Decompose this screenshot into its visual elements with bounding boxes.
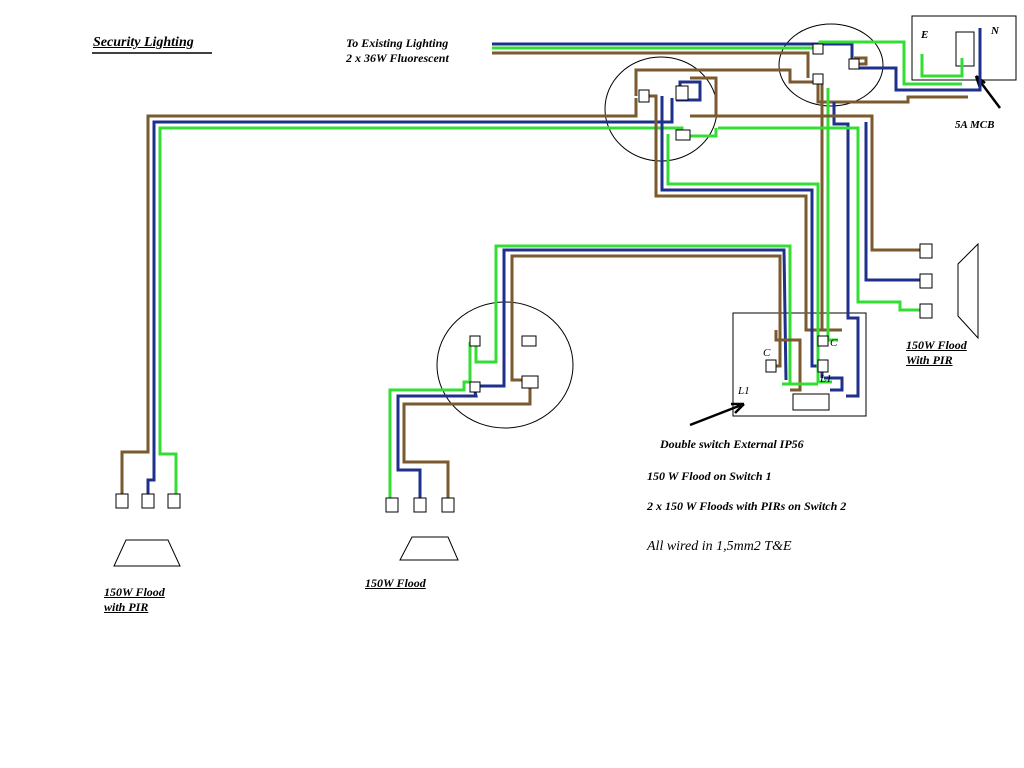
flood-middle-label: 150W Flood [365,576,426,590]
terminal [919,243,933,259]
terminal [919,303,933,319]
wire-live [820,84,842,332]
note-switch-2: 2 x 150 W Floods with PIRs on Switch 2 [647,499,847,513]
wire-neutral [480,248,788,388]
terminal [812,43,824,55]
wire-earth [474,244,792,386]
wire-neutral [864,122,926,282]
mcb-label: 5A MCB [955,119,995,131]
switch-common-label: C [763,347,771,359]
wire-neutral [856,28,982,92]
mcb-box [955,31,975,67]
switch-box [732,312,867,417]
terminal [521,335,537,347]
wire-neutral [146,98,674,500]
note-switch-1: 150 W Flood on Switch 1 [647,469,772,483]
wire-live [644,94,824,332]
page-title: Security Lighting [93,35,194,50]
wire-live [634,68,818,96]
existing-lighting-label: To Existing Lighting [346,36,449,50]
terminal [638,89,650,103]
wire-earth [826,88,838,342]
wire-earth [388,342,472,504]
flood-left-pir-label: with PIR [104,600,149,614]
wire-neutral [492,42,854,64]
switch-l1-label: L1 [738,385,750,397]
switch-rocker [792,393,830,411]
switch-l1-label-2: L1 [820,373,832,385]
flood-lamp-right-icon [957,242,979,340]
wire-neutral [832,102,860,398]
wire-earth [666,134,832,384]
wire-live [774,330,802,392]
terminal [385,497,399,513]
flood-right-pir-label: With PIR [906,353,953,367]
switch-arrow [689,402,745,427]
flood-right-label: 150W Flood [906,338,967,352]
earth-label: E [921,29,929,41]
wire-earth [718,126,926,312]
wire-live [510,254,782,382]
terminal [413,497,427,513]
existing-lighting-spec: 2 x 36W Fluorescent [346,51,449,65]
wire-live [816,80,968,104]
wire-neutral [824,376,844,392]
terminal [817,359,829,373]
wire-neutral [676,80,702,102]
terminal [441,497,455,513]
terminal [919,273,933,289]
terminal [115,493,129,509]
wire-earth [686,128,718,138]
terminal [167,493,181,509]
wire-live [492,51,810,78]
terminal [765,359,777,373]
terminal [521,375,539,389]
terminal [141,493,155,509]
terminal [817,335,829,347]
wire-earth [818,40,962,86]
wire-neutral [396,387,478,504]
switch-description: Double switch External IP56 [660,437,804,451]
flood-left-label: 150W Flood [104,585,165,599]
wire-live [690,76,718,118]
terminal [469,335,481,347]
flood-lamp-middle-icon [399,536,459,561]
terminal [675,85,689,101]
neutral-label: N [991,25,999,37]
wire-live [120,98,638,500]
wire-earth [158,126,684,500]
terminal [848,58,860,70]
switch-common-label-2: C [830,337,838,349]
terminal [469,381,481,393]
wire-live [716,114,926,252]
junction-circle-right [778,23,884,107]
wire-live [402,384,532,504]
consumer-unit-box [911,15,1017,81]
flood-lamp-left-icon [113,539,181,567]
wire-earth [920,54,964,78]
note-cable: All wired in 1,5mm2 T&E [647,539,792,554]
terminal [812,73,824,85]
terminal [675,129,691,141]
